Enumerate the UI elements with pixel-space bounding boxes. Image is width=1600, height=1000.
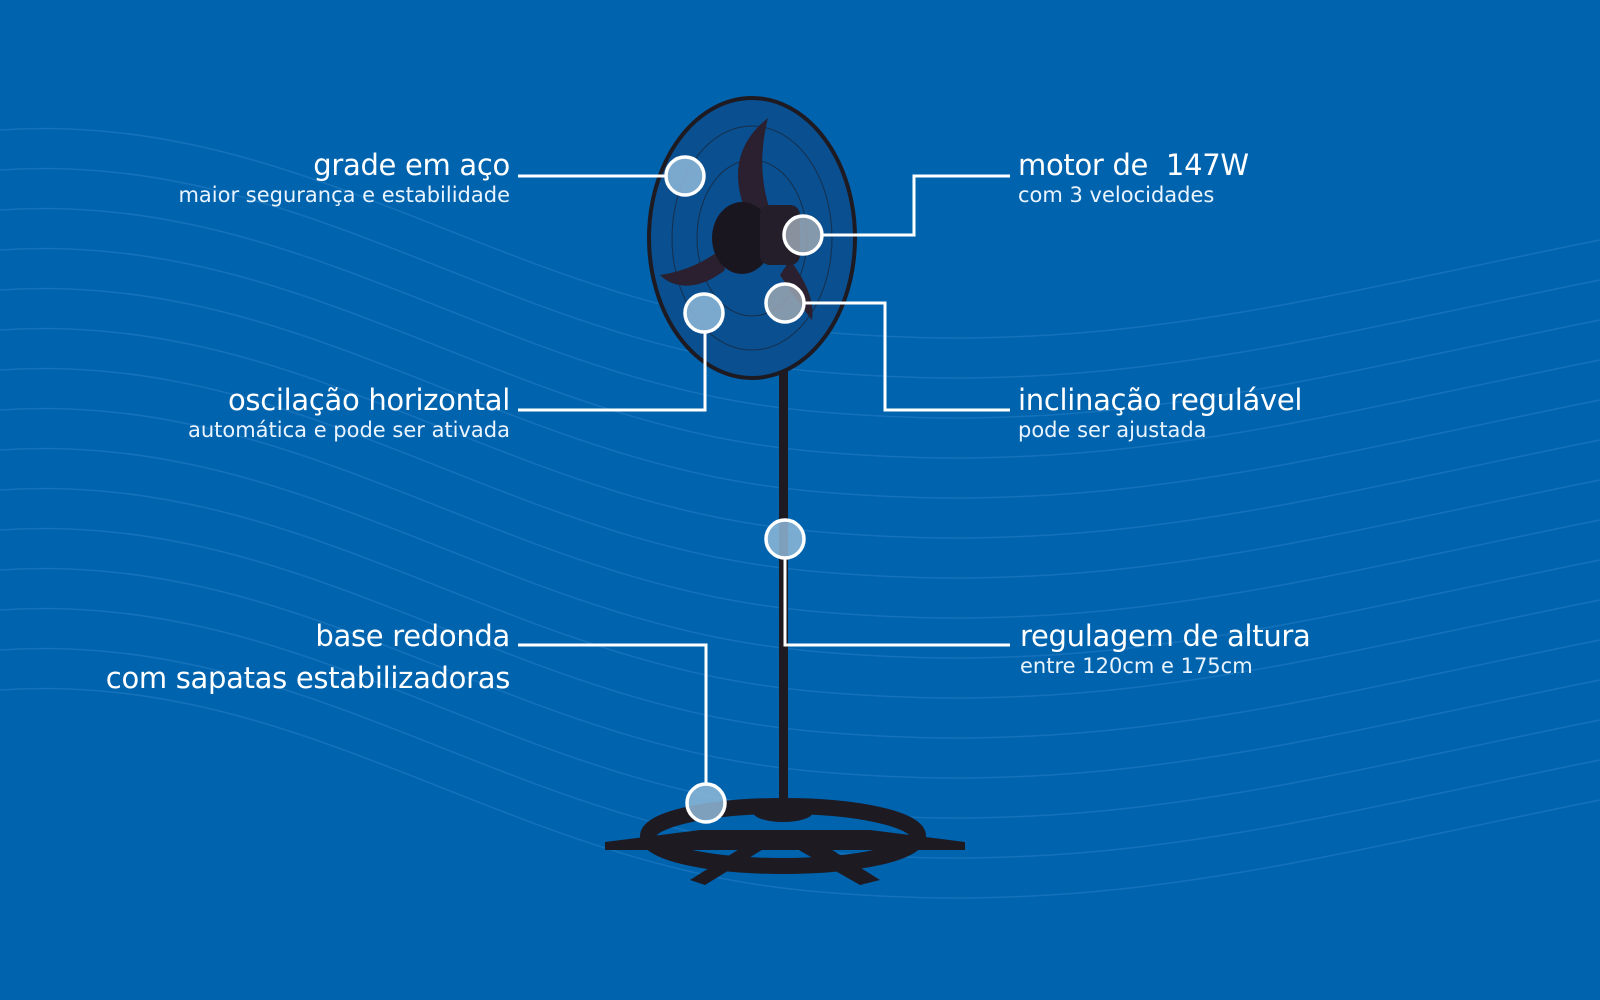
- feature-title: regulagem de altura: [1020, 619, 1311, 653]
- feature-title: inclinação regulável: [1018, 383, 1303, 417]
- feature-regulagem: regulagem de altura entre 120cm e 175cm: [1020, 619, 1311, 679]
- grade-dot: [664, 155, 706, 197]
- feature-title: base redonda: [315, 619, 510, 653]
- feature-title: grade em aço: [313, 148, 510, 182]
- feature-subtitle: maior segurança e estabilidade: [178, 183, 510, 207]
- feature-inclinacao: inclinação regulável pode ser ajustada: [1018, 383, 1302, 443]
- base-dot: [685, 782, 727, 824]
- feature-title: motor de 147W: [1018, 148, 1249, 182]
- feature-grade: grade em aço maior segurança e estabilid…: [178, 148, 510, 208]
- feature-subtitle: automática e pode ser ativada: [187, 418, 510, 442]
- feature-title: oscilação horizontal: [227, 383, 510, 417]
- fan-base: [605, 798, 965, 885]
- regulagem-line: [783, 558, 1010, 647]
- feature-subtitle: com sapatas estabilizadoras: [105, 661, 511, 695]
- feature-base: base redonda com sapatas estabilizadoras: [105, 619, 511, 695]
- motor-line: [822, 174, 1010, 237]
- oscilacao-line: [518, 332, 707, 412]
- feature-subtitle: com 3 velocidades: [1018, 183, 1215, 207]
- fan: [605, 96, 965, 885]
- feature-motor: motor de 147W com 3 velocidades: [1018, 148, 1249, 208]
- fan-head: [647, 96, 857, 380]
- oscilacao-dot: [683, 292, 725, 334]
- motor-dot: [782, 214, 824, 256]
- feature-subtitle: pode ser ajustada: [1018, 418, 1207, 442]
- inclinacao-line: [804, 301, 1010, 412]
- callout-dots: [664, 155, 824, 824]
- feature-subtitle: entre 120cm e 175cm: [1020, 654, 1253, 678]
- regulagem-dot: [764, 518, 806, 560]
- inclinacao-dot: [764, 282, 806, 324]
- feature-oscilacao: oscilação horizontal automática e pode s…: [188, 383, 510, 443]
- base-line: [518, 643, 708, 784]
- callout-lines: [518, 174, 1010, 784]
